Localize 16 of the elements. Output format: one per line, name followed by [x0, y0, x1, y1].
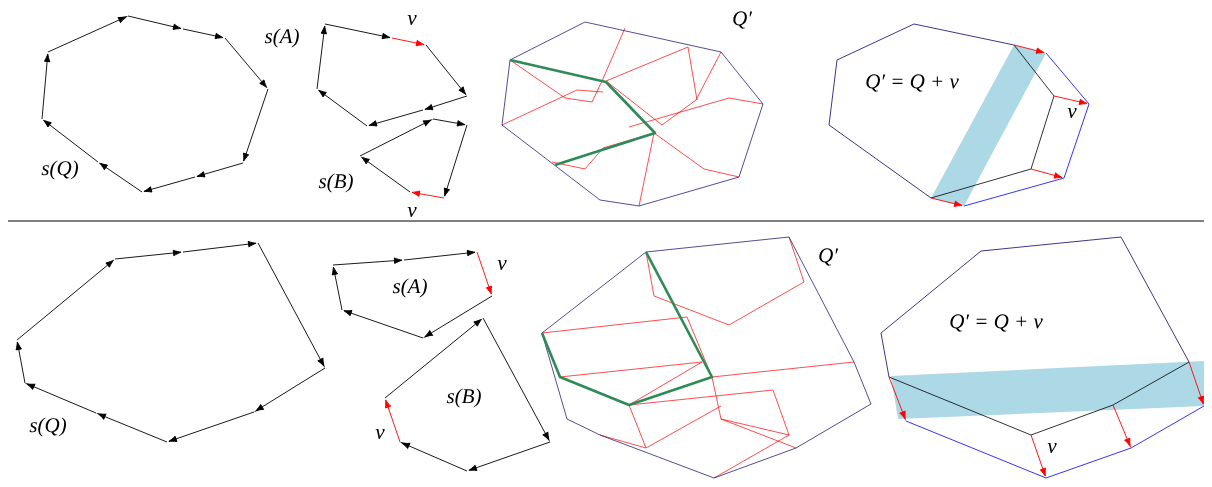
math-label: Q′ = Q + v	[866, 74, 959, 92]
math-label: Q′ = Q + v	[950, 314, 1043, 332]
math-label: s(A)	[392, 278, 427, 298]
math-label: v	[375, 429, 385, 439]
math-label: v	[497, 260, 507, 270]
math-label: s(B)	[446, 388, 481, 408]
math-label: s(B)	[318, 173, 353, 193]
math-label: v	[1047, 443, 1057, 453]
math-label: v	[407, 15, 417, 25]
math-label: v	[1067, 108, 1077, 118]
math-label: s(Q)	[29, 417, 66, 437]
math-label: s(A)	[264, 28, 299, 48]
math-label: v	[407, 207, 417, 217]
math-label: s(Q)	[41, 160, 78, 180]
math-label: Q′	[733, 11, 753, 29]
math-label: Q′	[819, 248, 839, 266]
